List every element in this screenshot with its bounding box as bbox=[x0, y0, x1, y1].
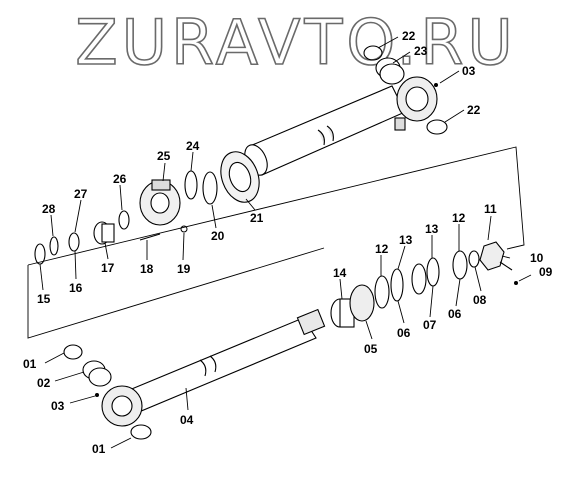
bushing-and-seal-rings-top bbox=[363, 45, 448, 135]
callout-13-left: 13 bbox=[399, 233, 413, 247]
callout-18: 18 bbox=[140, 262, 154, 276]
callout-24: 24 bbox=[186, 139, 200, 153]
assembly-outline bbox=[27, 146, 525, 339]
callout-labels: 22 23 03 22 25 24 26 27 28 20 21 17 18 1… bbox=[23, 29, 553, 456]
callout-12-right: 12 bbox=[452, 211, 466, 225]
piston-rod bbox=[63, 308, 326, 440]
callout-21: 21 bbox=[250, 211, 264, 225]
callout-20: 20 bbox=[211, 229, 225, 243]
callout-23: 23 bbox=[414, 44, 428, 58]
callout-25: 25 bbox=[157, 149, 171, 163]
callout-01-top: 01 bbox=[23, 357, 37, 371]
callout-22-top: 22 bbox=[402, 29, 416, 43]
callout-10: 10 bbox=[530, 251, 544, 265]
callout-22-right: 22 bbox=[467, 103, 481, 117]
callout-01-bottom: 01 bbox=[92, 442, 106, 456]
callout-04: 04 bbox=[180, 413, 194, 427]
callout-26: 26 bbox=[113, 172, 127, 186]
callout-28: 28 bbox=[42, 202, 56, 216]
callout-27: 27 bbox=[74, 187, 88, 201]
callout-14: 14 bbox=[333, 266, 347, 280]
callout-19: 19 bbox=[177, 262, 191, 276]
callout-07: 07 bbox=[423, 318, 437, 332]
cylinder-barrel bbox=[220, 76, 438, 203]
callout-03-top: 03 bbox=[462, 64, 476, 78]
callout-13-right: 13 bbox=[425, 222, 439, 236]
callout-02: 02 bbox=[37, 376, 51, 390]
callout-12-left: 12 bbox=[375, 242, 389, 256]
leader-lines bbox=[39, 36, 532, 449]
callout-06-right: 06 bbox=[448, 307, 462, 321]
rod-cover-assembly bbox=[34, 170, 218, 265]
piston-and-seals bbox=[330, 241, 518, 328]
callout-08: 08 bbox=[473, 293, 487, 307]
callout-03-bottom: 03 bbox=[51, 399, 65, 413]
callout-11: 11 bbox=[484, 202, 497, 216]
callout-09: 09 bbox=[539, 265, 553, 279]
watermark-text: ZURAVTO.RU bbox=[75, 6, 517, 79]
callout-06-left: 06 bbox=[397, 326, 411, 340]
callout-16: 16 bbox=[69, 281, 83, 295]
callout-17: 17 bbox=[101, 261, 115, 275]
callout-15: 15 bbox=[37, 292, 51, 306]
callout-05: 05 bbox=[364, 342, 378, 356]
